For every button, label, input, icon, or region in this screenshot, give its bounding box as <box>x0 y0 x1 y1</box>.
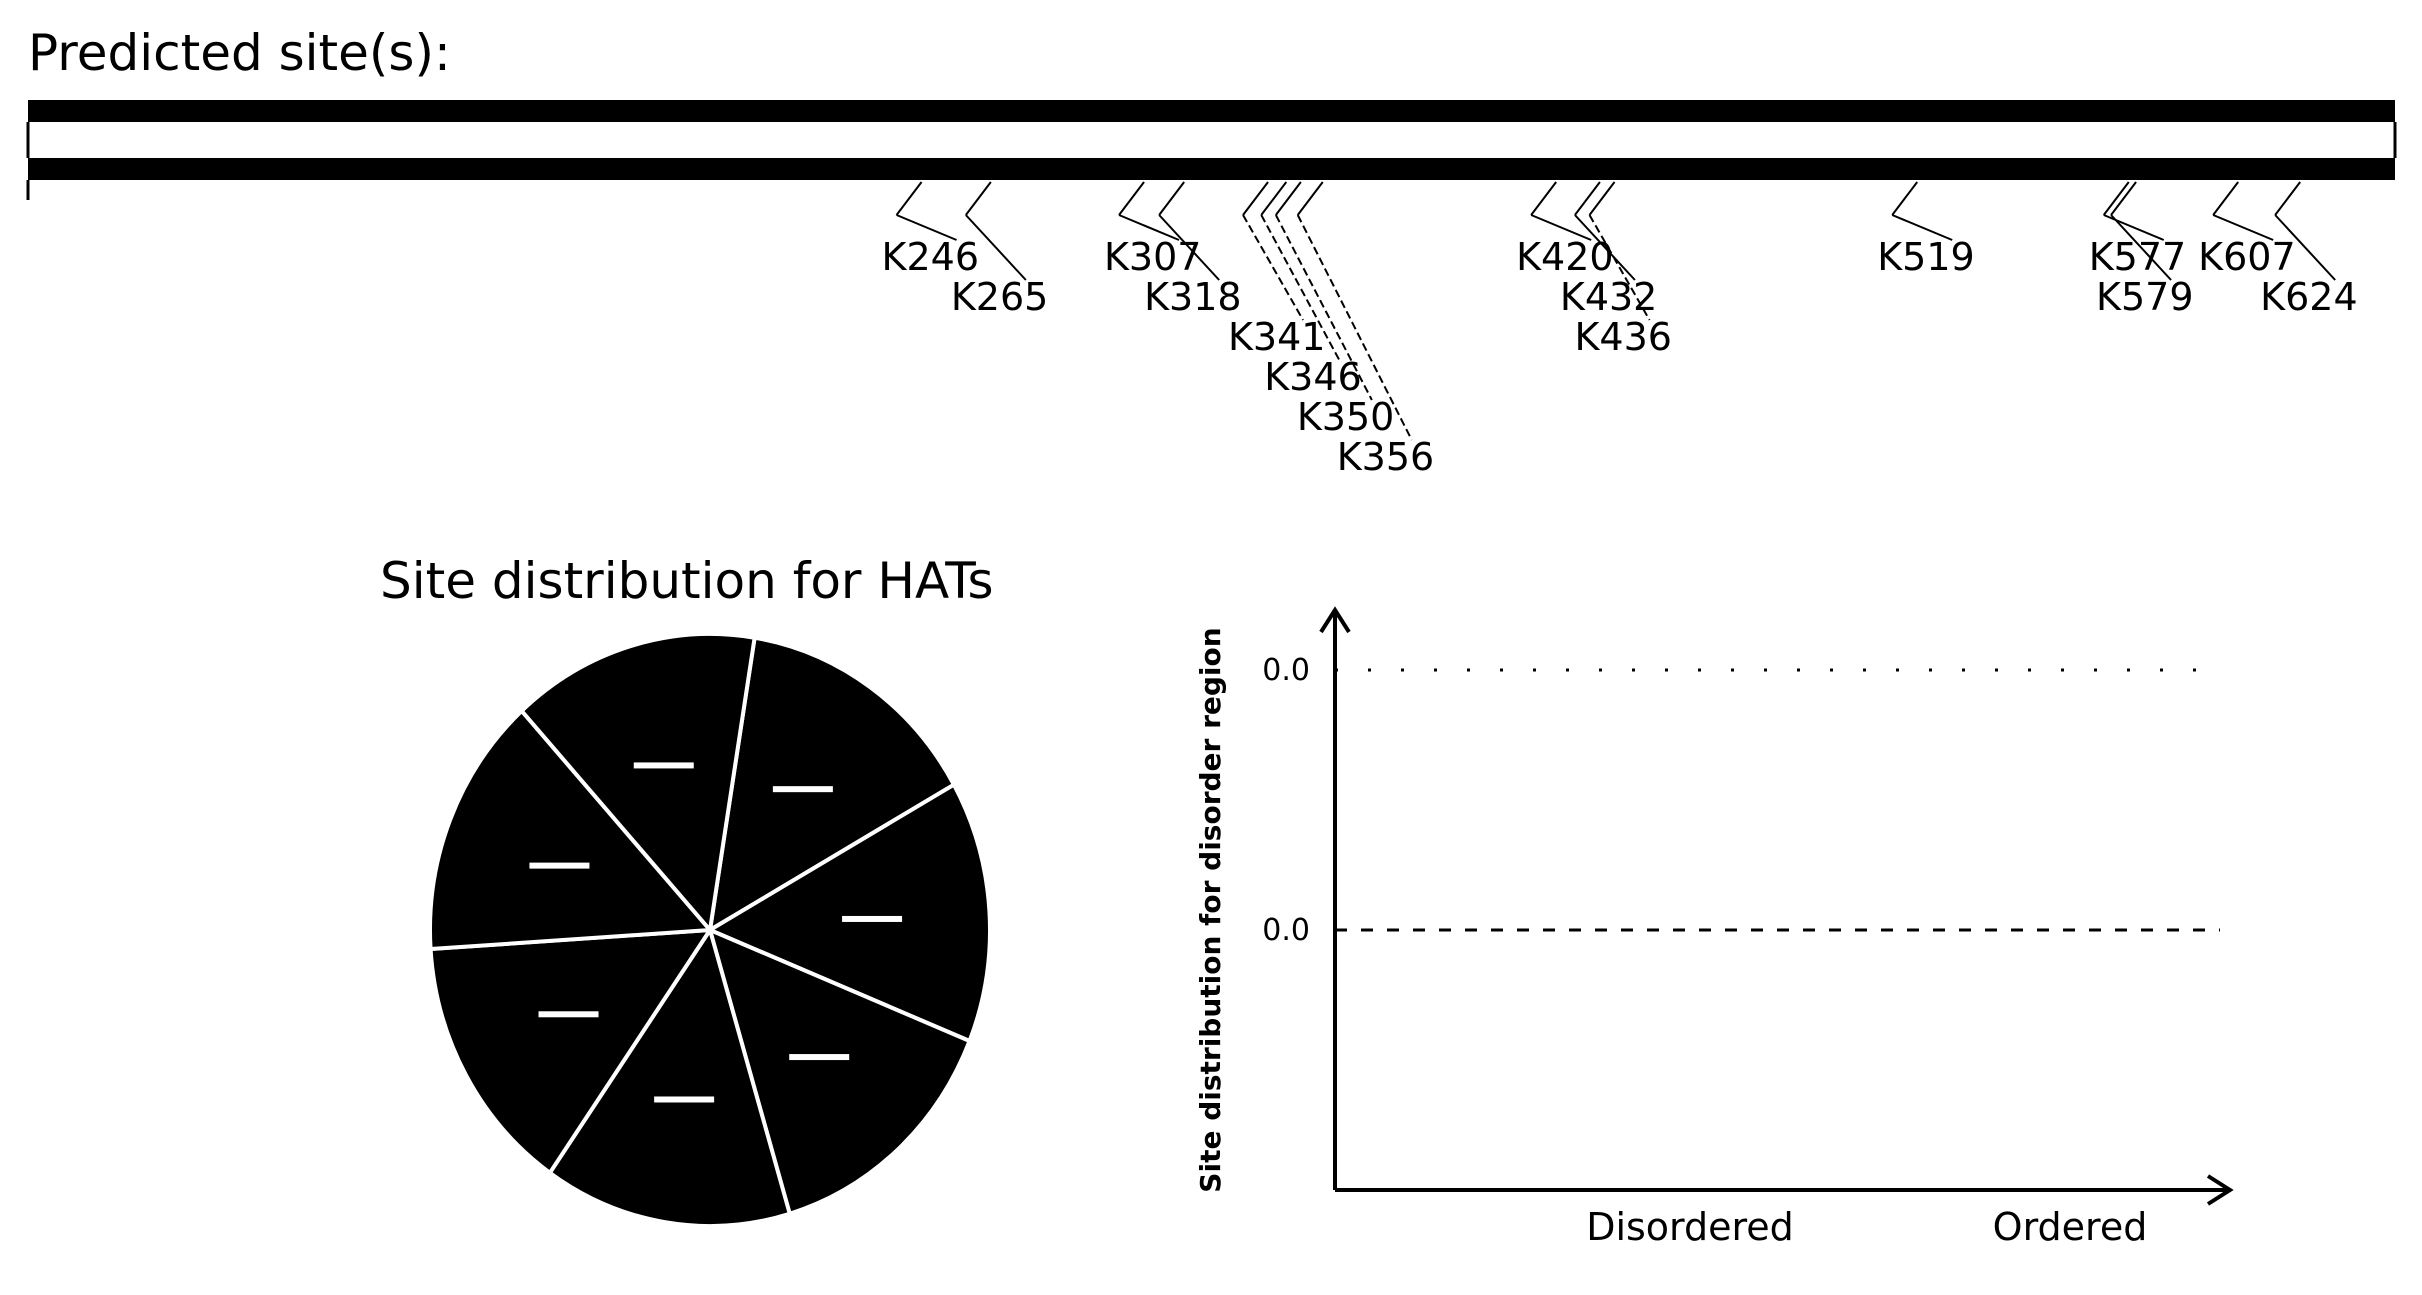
pie-slice-label-mark <box>538 1011 599 1018</box>
site-leader-drop <box>2212 214 2274 241</box>
site-label: K607 <box>2198 235 2295 279</box>
site-leader-drop <box>1530 214 1592 241</box>
disorder-bar-chart: 0.0 0.0 Site distribution for disorder reg… <box>1194 606 2234 1249</box>
site-leader-drop <box>1296 214 1413 441</box>
site-leader-drop <box>965 214 1027 281</box>
site-label: K579 <box>2096 275 2193 319</box>
site-label: K624 <box>2260 275 2357 319</box>
site-label: K420 <box>1516 235 1613 279</box>
site-leader-line <box>1260 181 1288 216</box>
x-category-label: Disordered <box>1586 1205 1794 1249</box>
x-category-label: Ordered <box>1993 1205 2148 1249</box>
site-leader-drop <box>896 214 957 241</box>
pie-slice <box>428 708 715 952</box>
site-label: K307 <box>1104 235 1201 279</box>
site-leader-drop <box>1242 214 1304 321</box>
track-top-bar <box>28 100 2395 122</box>
site-label: K519 <box>1877 235 1974 279</box>
pie-slice-label-mark <box>772 786 833 793</box>
site-leader-line <box>1891 181 1919 216</box>
site-label: K350 <box>1297 395 1394 439</box>
y-axis-arrow <box>1319 606 1351 634</box>
pie-slice <box>547 925 793 1228</box>
site-leader-line <box>1296 181 1324 216</box>
site-leader-drop <box>2274 214 2336 281</box>
pie-slice <box>706 926 973 1217</box>
site-label: K246 <box>882 235 979 279</box>
site-label: K265 <box>951 275 1048 319</box>
pie-slice <box>428 927 714 1176</box>
y-tick-label: 0.0 <box>1262 913 1310 948</box>
pie-slice-label-mark <box>529 862 590 869</box>
site-leader-drop <box>1158 214 1220 281</box>
site-leader-line <box>1275 181 1302 216</box>
site-leader-line <box>1242 181 1269 216</box>
x-axis-arrow <box>2206 1174 2234 1206</box>
site-leader-line <box>1574 181 1601 216</box>
hat-pie-chart <box>428 632 992 1228</box>
y-tick-label: 0.0 <box>1262 653 1310 688</box>
site-leader-line <box>2212 181 2239 216</box>
site-label: K346 <box>1264 355 1361 399</box>
track-bottom-bar <box>28 158 2395 180</box>
site-leader-drop <box>1891 214 1953 241</box>
pie-slice-label-mark <box>633 762 694 769</box>
site-leader-line <box>1118 181 1145 216</box>
predicted-sites-heading: Predicted site(s): <box>28 24 451 82</box>
site-label: K436 <box>1575 315 1672 359</box>
y-axis-title: Site distribution for disorder region <box>1194 627 1227 1192</box>
site-leader-line <box>2274 181 2301 216</box>
site-label: K318 <box>1144 275 1241 319</box>
pie-slice <box>707 635 957 934</box>
site-leader-line <box>965 181 992 216</box>
site-label: K341 <box>1228 315 1325 359</box>
site-leader-drop <box>1118 214 1180 241</box>
pie-chart-title: Site distribution for HATs <box>380 552 994 610</box>
site-leader-drop <box>1588 214 1651 321</box>
site-leader-line <box>1530 181 1557 216</box>
pie-slice <box>518 632 757 935</box>
site-leader-drop <box>1574 214 1636 281</box>
pie-slice-label-mark <box>654 1096 715 1103</box>
pie-slice <box>705 781 992 1044</box>
site-label: K577 <box>2089 235 2186 279</box>
site-leader-drop <box>1260 214 1341 361</box>
site-leader-line <box>2110 181 2137 216</box>
site-leader-drop <box>2110 214 2172 281</box>
site-label: K356 <box>1337 435 1434 479</box>
site-leader-line <box>1158 181 1185 216</box>
site-leader-line <box>2102 181 2130 216</box>
site-label: K432 <box>1560 275 1657 319</box>
site-leader-line <box>1588 181 1616 216</box>
site-leader-drop <box>1274 214 1373 401</box>
pie-slice-label-mark <box>842 915 903 922</box>
pie-slice-label-mark <box>789 1054 850 1061</box>
site-leader-line <box>895 181 923 216</box>
